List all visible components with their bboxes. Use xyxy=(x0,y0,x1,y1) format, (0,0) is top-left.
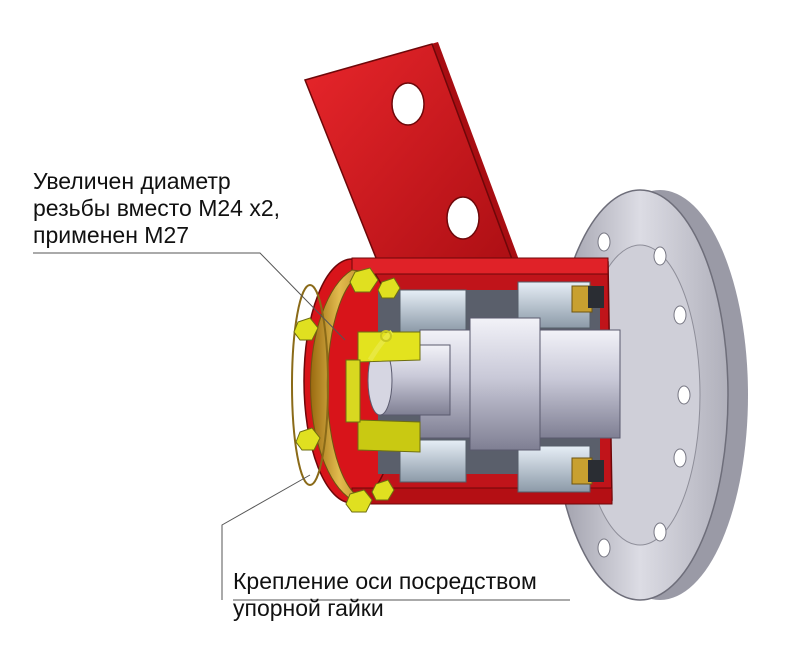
cap-bolts xyxy=(293,267,401,513)
callout-thread-diameter: Увеличен диаметр резьбы вместо М24 х2, п… xyxy=(33,168,280,249)
callout-line: резьбы вместо М24 х2, xyxy=(33,195,281,221)
callout-axle-fastening: Крепление оси посредством упорной гайки xyxy=(233,568,537,622)
callout-line: Крепление оси посредством xyxy=(233,568,537,594)
cotter-pin xyxy=(367,330,394,362)
bracket-arm xyxy=(303,42,522,299)
callout-line: упорной гайки xyxy=(233,595,384,621)
leader-lines xyxy=(33,252,570,601)
callout-line: применен М27 xyxy=(33,222,190,248)
callout-line: Увеличен диаметр xyxy=(33,168,231,194)
